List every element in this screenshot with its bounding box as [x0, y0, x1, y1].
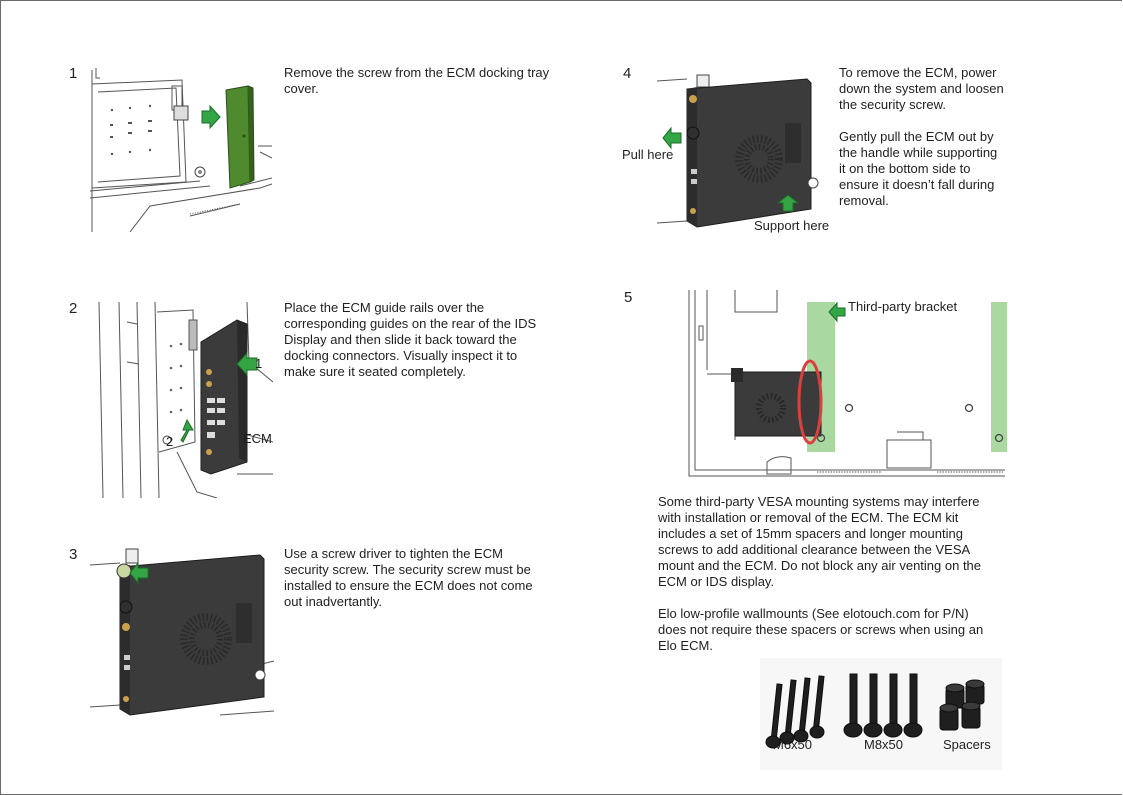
step-3-text: Use a screw driver to tighten the ECM se…	[284, 546, 533, 609]
step-2-figure	[97, 302, 273, 498]
m6-screw-3	[793, 677, 811, 743]
step-5-callout-bracket: Third-party bracket	[848, 299, 958, 314]
m8-screw-1	[843, 673, 863, 738]
step-5-text: Some third-party VESA mounting systems m…	[658, 494, 984, 653]
spacer-3	[939, 703, 959, 731]
step-2-text: Place the ECM guide rails over the corre…	[284, 300, 537, 379]
m6-screw-2	[779, 679, 797, 745]
step-1-figure	[90, 66, 272, 232]
hardware-label-m8: M8x50	[864, 737, 904, 752]
spacer-2	[965, 679, 985, 705]
hardware-kit-figure	[760, 658, 1002, 770]
spacer-4	[961, 701, 981, 729]
step-3-number: 3	[69, 546, 78, 563]
step-1-number: 1	[69, 65, 78, 82]
step-4-callout-pull: Pull here	[622, 147, 674, 162]
hardware-label-spacers: Spacers	[943, 737, 991, 752]
step-4-callout-support: Support here	[754, 218, 830, 233]
step-4-figure	[657, 73, 828, 229]
step-3-figure	[90, 547, 274, 717]
step-5-number: 5	[624, 289, 633, 306]
m8-screw-4	[903, 673, 923, 738]
m6-screw-1	[765, 683, 783, 749]
m8-screw-2	[863, 673, 883, 738]
hardware-label-m6: M6x50	[773, 737, 813, 752]
spacer-1	[945, 683, 965, 709]
step-2-callout-ecm: ECM	[243, 431, 272, 446]
m6-screw-4	[809, 675, 825, 739]
m8-screw-3	[883, 673, 903, 738]
step-1-text: Remove the screw from the ECM docking tr…	[284, 65, 550, 96]
step-2-callout-1: 1	[255, 356, 263, 371]
step-4-text: To remove the ECM, power down the system…	[839, 65, 1004, 208]
step-5-figure	[687, 290, 1007, 480]
step-2-callout-2: 2	[166, 434, 174, 449]
step-4-number: 4	[623, 65, 632, 82]
step-2-number: 2	[69, 300, 78, 317]
